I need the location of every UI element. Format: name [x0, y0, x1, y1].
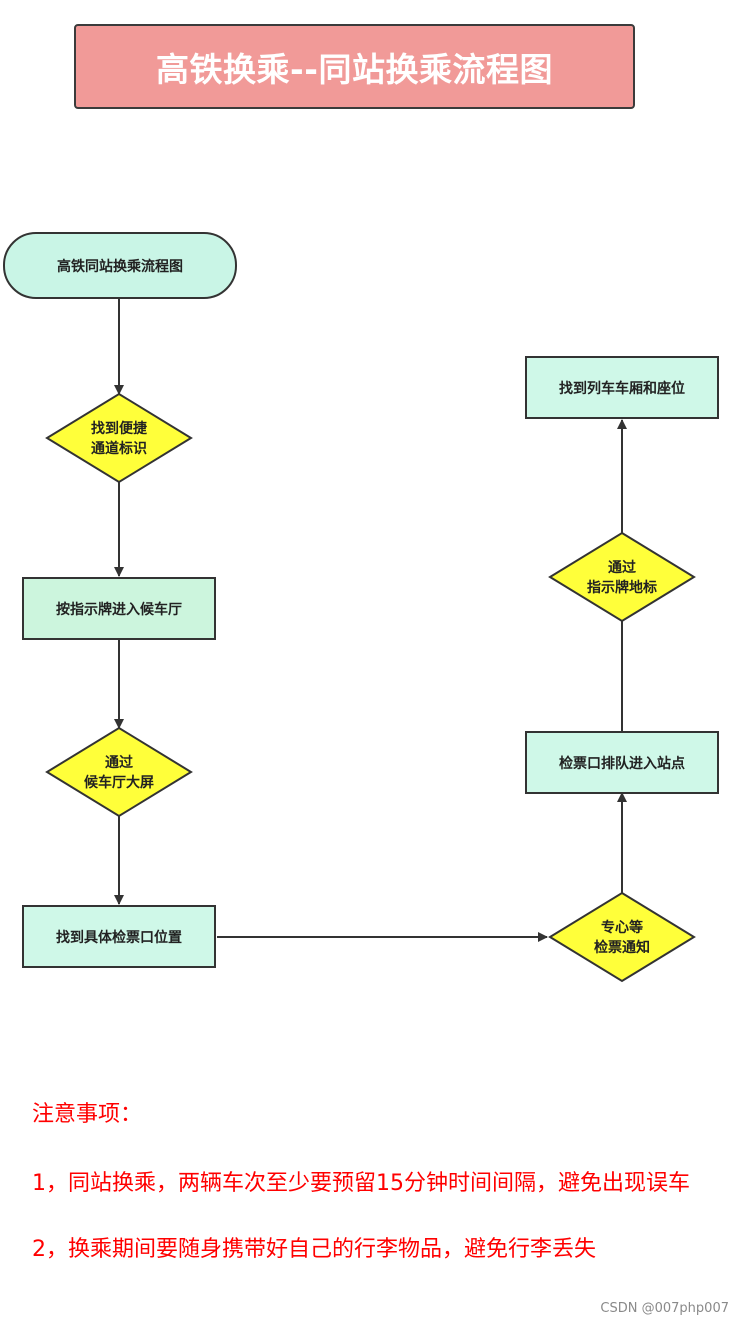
- decision-4-line-1: 通过: [608, 559, 636, 576]
- process-2-label: 找到具体检票口位置: [56, 929, 182, 946]
- decision-node-2: 通过 候车厅大屏: [45, 726, 193, 818]
- process-1-label: 按指示牌进入候车厅: [56, 601, 182, 618]
- watermark: CSDN @007php007: [600, 1301, 729, 1316]
- process-node-1: 按指示牌进入候车厅: [22, 577, 216, 640]
- connectors: [114, 298, 627, 942]
- notes-heading: 注意事项：: [32, 1102, 143, 1127]
- decision-1-line-1: 找到便捷: [91, 420, 148, 437]
- note-item-1: 1，同站换乘，两辆车次至少要预留15分钟时间间隔，避免出现误车: [32, 1171, 690, 1196]
- diagram-title: 高铁换乘--同站换乘流程图: [74, 24, 635, 109]
- decision-node-3: 专心等 检票通知: [548, 891, 696, 983]
- decision-3-line-1: 专心等: [601, 919, 643, 936]
- end-node-label: 找到列车车厢和座位: [559, 380, 685, 397]
- end-node: 找到列车车厢和座位: [525, 356, 719, 419]
- notes-section: 注意事项： 1，同站换乘，两辆车次至少要预留15分钟时间间隔，避免出现误车 2，…: [32, 1098, 722, 1267]
- decision-node-4: 通过 指示牌地标: [548, 531, 696, 623]
- decision-2-line-2: 候车厅大屏: [84, 774, 154, 791]
- decision-1-line-2: 通道标识: [91, 440, 147, 457]
- process-node-2: 找到具体检票口位置: [22, 905, 216, 968]
- process-3-label: 检票口排队进入站点: [559, 755, 685, 772]
- process-node-3: 检票口排队进入站点: [525, 731, 719, 794]
- note-item-2: 2，换乘期间要随身携带好自己的行李物品，避免行李丢失: [32, 1237, 596, 1262]
- decision-2-line-1: 通过: [105, 754, 133, 771]
- decision-4-line-2: 指示牌地标: [587, 579, 657, 596]
- start-node: 高铁同站换乘流程图: [3, 232, 237, 299]
- decision-3-line-2: 检票通知: [594, 939, 650, 956]
- decision-node-1: 找到便捷 通道标识: [45, 392, 193, 484]
- start-node-label: 高铁同站换乘流程图: [57, 258, 183, 275]
